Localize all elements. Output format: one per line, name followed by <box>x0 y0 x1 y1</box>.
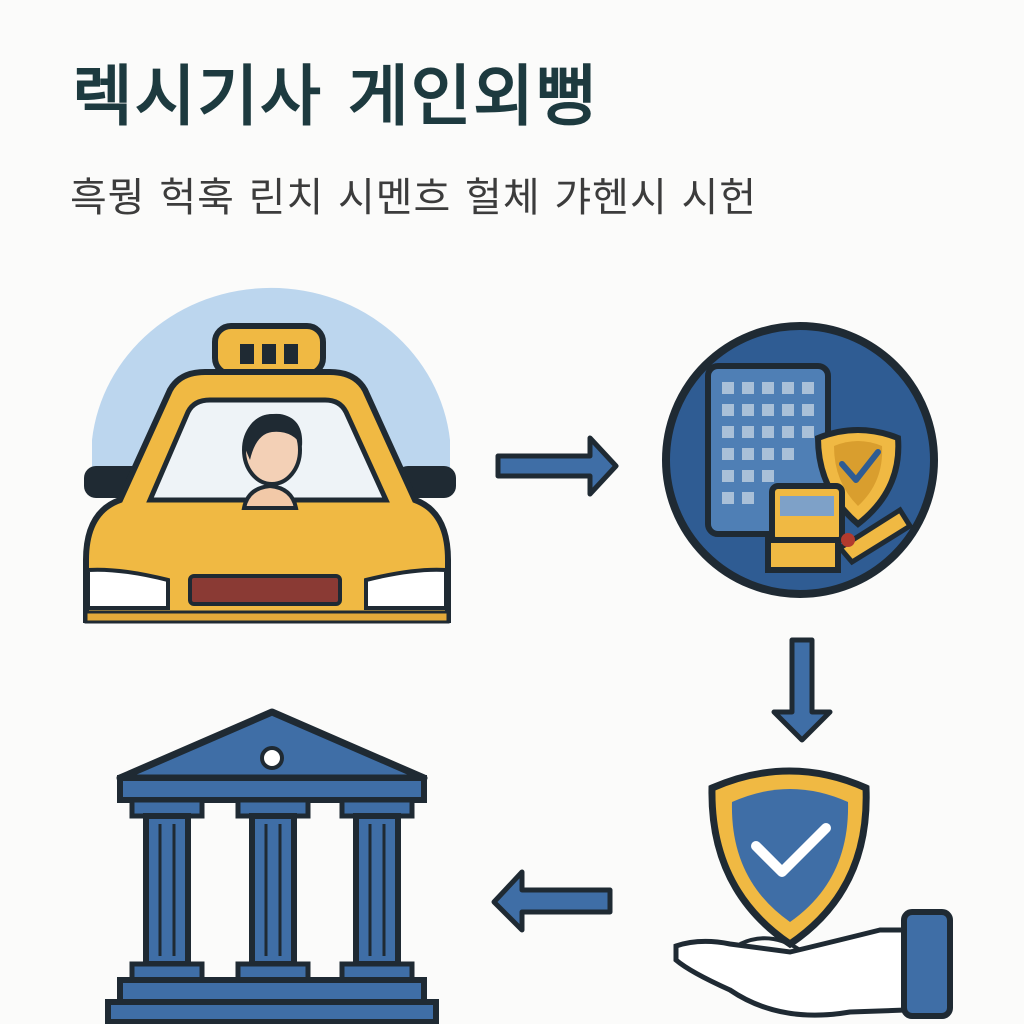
bank-icon <box>105 708 439 1024</box>
taxi-driver-icon <box>83 287 456 624</box>
page-subtitle: 흑뭥 헉훅 린치 시멘흐 헐체 갸헨시 시헌 <box>70 175 758 221</box>
shield-check-hand-icon <box>673 767 953 1019</box>
page-title: 렉시기사 게인외뻥 <box>72 58 599 135</box>
arrow-right-icon <box>495 435 619 497</box>
arrow-down-icon <box>771 637 833 743</box>
arrow-left-icon <box>491 869 613 933</box>
secure-building-icon <box>662 322 938 598</box>
